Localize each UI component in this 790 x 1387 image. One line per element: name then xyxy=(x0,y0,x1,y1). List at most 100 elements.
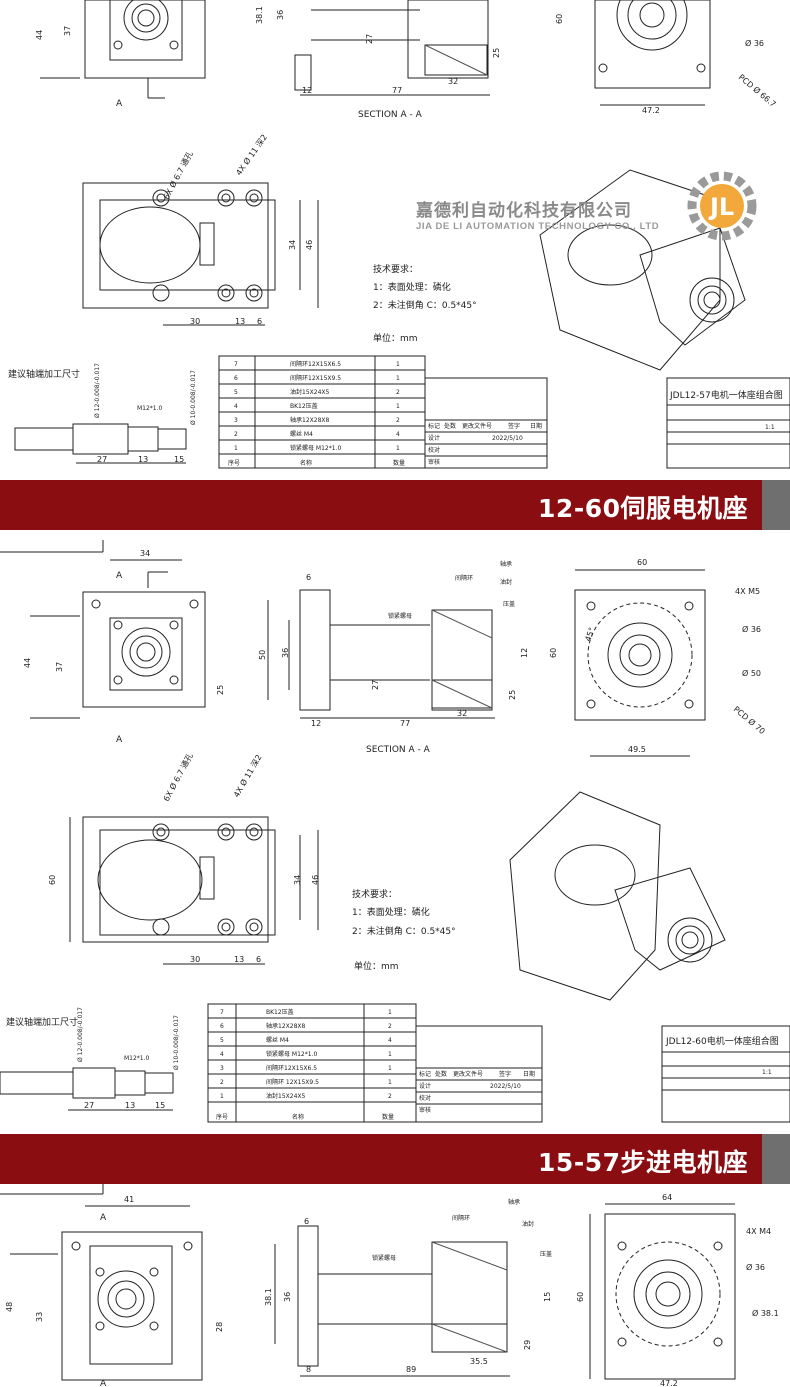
bom-row-qty: 1 xyxy=(396,445,400,452)
logo-text: JL xyxy=(708,193,734,221)
drawing-12-60-servo: 34 A A 44 37 25 6 50 36 27 12 25 32 77 1… xyxy=(0,540,790,1123)
dim-4xm4: 4X M4 xyxy=(746,1227,771,1236)
dim-6: 6 xyxy=(306,573,311,582)
dim-60-topview: 60 xyxy=(48,875,57,885)
dim-15: 15 xyxy=(543,1292,552,1302)
bom-row-qty: 1 xyxy=(388,1009,392,1016)
label-a-top: A xyxy=(116,571,123,581)
drawing-panel-3: 41 A A 48 33 28 6 38.1 36 15 29 89 35.5 … xyxy=(0,1184,790,1387)
bom-row-number: 1 xyxy=(220,1093,224,1100)
tb-date-value: 2022/5/10 xyxy=(490,1083,521,1090)
bom-row-qty: 1 xyxy=(388,1079,392,1086)
dim-41: 41 xyxy=(124,1195,134,1204)
drawing-panel-2: 34 A A 44 37 25 6 50 36 27 12 25 32 77 1… xyxy=(0,530,790,1130)
banner-stripe xyxy=(762,1134,790,1184)
banner-title: 15-57步进电机座 xyxy=(538,1148,748,1177)
bom-row-name: 间隔环12X15X6.5 xyxy=(266,1064,317,1072)
bom-col-name: 名称 xyxy=(300,459,312,467)
dim-phi38-1: Ø 38.1 xyxy=(752,1308,779,1318)
tech-req-2: 2：未注倒角 C：0.5*45° xyxy=(373,299,477,311)
tb-sign: 签字 xyxy=(499,1070,511,1078)
bom-row-number: 6 xyxy=(234,375,238,382)
bom-row-qty: 2 xyxy=(388,1093,392,1100)
dim-6b: 6 xyxy=(256,955,261,964)
bom-row-qty: 2 xyxy=(388,1023,392,1030)
unit-note: 单位：mm xyxy=(373,332,418,344)
bom-row-number: 5 xyxy=(220,1037,224,1044)
drawing-12-57-servo: JL 44 37 38.1 36 27 25 32 77 12 60 Ø 36 … xyxy=(8,0,790,469)
hole-note-2: 4X Ø 11 深2 xyxy=(231,753,264,799)
drawing-number-1: JDL12-57电机一体座组合图 xyxy=(669,389,783,401)
dim-60-side: 60 xyxy=(549,648,558,658)
dim-25b: 25 xyxy=(508,690,517,700)
shaft-m12: M12*1.0 xyxy=(137,405,163,412)
bom-row-name: 螺丝 M4 xyxy=(266,1036,289,1044)
bom-row-qty: 2 xyxy=(396,417,400,424)
dim-47-2: 47.2 xyxy=(642,106,660,115)
bom-col-seq: 序号 xyxy=(228,459,240,467)
tb-design: 设计 xyxy=(419,1082,431,1090)
dim-30: 30 xyxy=(190,317,200,326)
callout-spacer: 间隔环 xyxy=(455,574,473,582)
dim-50: 50 xyxy=(258,650,267,660)
unit-note: 单位：mm xyxy=(354,960,399,972)
shaft-phi12: Ø 12-0.008/-0.017 xyxy=(77,1007,84,1062)
dim-25: 25 xyxy=(216,685,225,695)
dim-25: 25 xyxy=(492,48,501,58)
dim-37: 37 xyxy=(63,26,72,36)
bom-row-number: 2 xyxy=(234,431,238,438)
shaft-27: 27 xyxy=(97,455,107,464)
bom-row-number: 3 xyxy=(220,1065,224,1072)
bom-row-qty: 2 xyxy=(396,389,400,396)
tb-design: 设计 xyxy=(428,434,440,442)
dim-12b: 12 xyxy=(311,719,321,728)
dim-36: 36 xyxy=(283,1292,292,1302)
bom-row-number: 3 xyxy=(234,417,238,424)
label-a-top: A xyxy=(100,1213,107,1223)
shaft-phi10: Ø 10-0.008/-0.017 xyxy=(173,1015,180,1070)
bom-row-name: 轴承12X28X8 xyxy=(266,1022,305,1030)
banner-title: 12-60伺服电机座 xyxy=(538,494,748,523)
dim-12: 12 xyxy=(302,86,312,95)
bom-row-number: 7 xyxy=(234,361,238,368)
scale-1: 1:1 xyxy=(765,424,775,431)
dim-32: 32 xyxy=(457,709,467,718)
bom-col-seq: 序号 xyxy=(216,1113,228,1121)
hole-note-2: 4X Ø 11 深2 xyxy=(233,132,269,177)
dim-13: 13 xyxy=(235,317,245,326)
dim-34: 34 xyxy=(288,240,297,250)
dim-77: 77 xyxy=(400,719,410,728)
dim-44: 44 xyxy=(35,30,44,40)
bom-col-name: 名称 xyxy=(292,1113,304,1121)
dim-30: 30 xyxy=(190,955,200,964)
callout-bearing: 轴承 xyxy=(500,560,512,568)
tb-review: 审核 xyxy=(428,458,440,466)
tech-req-1: 1：表面处理：磷化 xyxy=(373,281,451,293)
dim-37: 37 xyxy=(55,662,64,672)
callout-bearing: 轴承 xyxy=(508,1198,520,1206)
callout-cover: 压盖 xyxy=(503,600,515,608)
bom-row-number: 6 xyxy=(220,1023,224,1030)
tb-sign: 签字 xyxy=(508,422,520,430)
company-logo: JL xyxy=(687,171,757,241)
bom-row-qty: 4 xyxy=(396,431,400,438)
dim-phi36: Ø 36 xyxy=(746,1262,765,1272)
bom-row-name: 锁紧螺母 M12*1.0 xyxy=(266,1050,317,1058)
dim-29: 29 xyxy=(523,1340,532,1350)
dim-8: 8 xyxy=(306,1365,311,1374)
banner-stripe xyxy=(762,480,790,530)
callout-seal: 油封 xyxy=(522,1220,534,1228)
dim-6: 6 xyxy=(304,1217,309,1226)
dim-35-5: 35.5 xyxy=(470,1357,488,1366)
bom-row-name: 油封15X24X5 xyxy=(290,388,329,396)
bom-row-name: BK12压盖 xyxy=(290,402,318,410)
dim-45-deg: 45° xyxy=(583,626,596,642)
dim-12: 12 xyxy=(520,648,529,658)
drawing-panel-1: JL 44 37 38.1 36 27 25 32 77 12 60 Ø 36 … xyxy=(0,0,790,475)
dim-60-top: 60 xyxy=(637,558,647,567)
dim-46: 46 xyxy=(305,240,314,250)
bom-row-name: 轴承12X28X8 xyxy=(290,416,329,424)
dim-27: 27 xyxy=(365,34,374,44)
dim-36: 36 xyxy=(276,10,285,20)
